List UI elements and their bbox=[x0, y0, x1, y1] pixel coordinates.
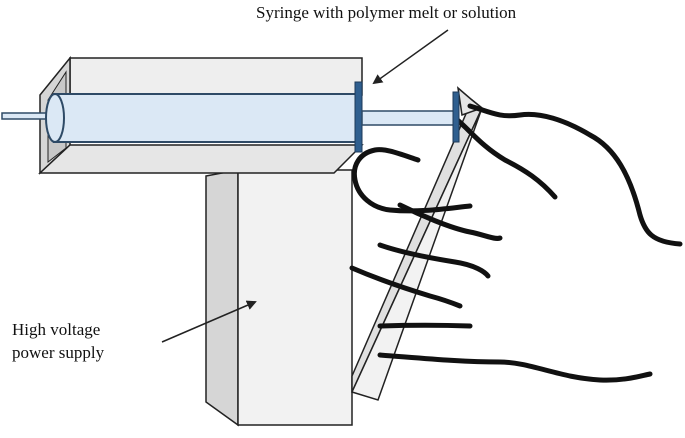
power-supply-label-arrow bbox=[161, 300, 257, 343]
syringe-label: Syringe with polymer melt or solution bbox=[256, 3, 517, 22]
syringe bbox=[1, 81, 460, 153]
syringe-barrel bbox=[53, 93, 359, 143]
power-supply-label-line2: power supply bbox=[12, 343, 105, 362]
collector-plate bbox=[350, 86, 484, 401]
polymer-fibers bbox=[349, 103, 683, 383]
power-supply-label: High voltage power supply bbox=[12, 318, 104, 364]
annotation-arrows bbox=[161, 29, 449, 343]
syringe-flange bbox=[354, 81, 363, 153]
syringe-needle bbox=[361, 110, 457, 126]
needle-tip-plate bbox=[452, 91, 460, 143]
syringe-label-arrow bbox=[372, 29, 449, 85]
barrel-end bbox=[45, 93, 65, 143]
power-supply-box bbox=[205, 169, 353, 427]
power-supply-label-line1: High voltage bbox=[12, 320, 101, 339]
